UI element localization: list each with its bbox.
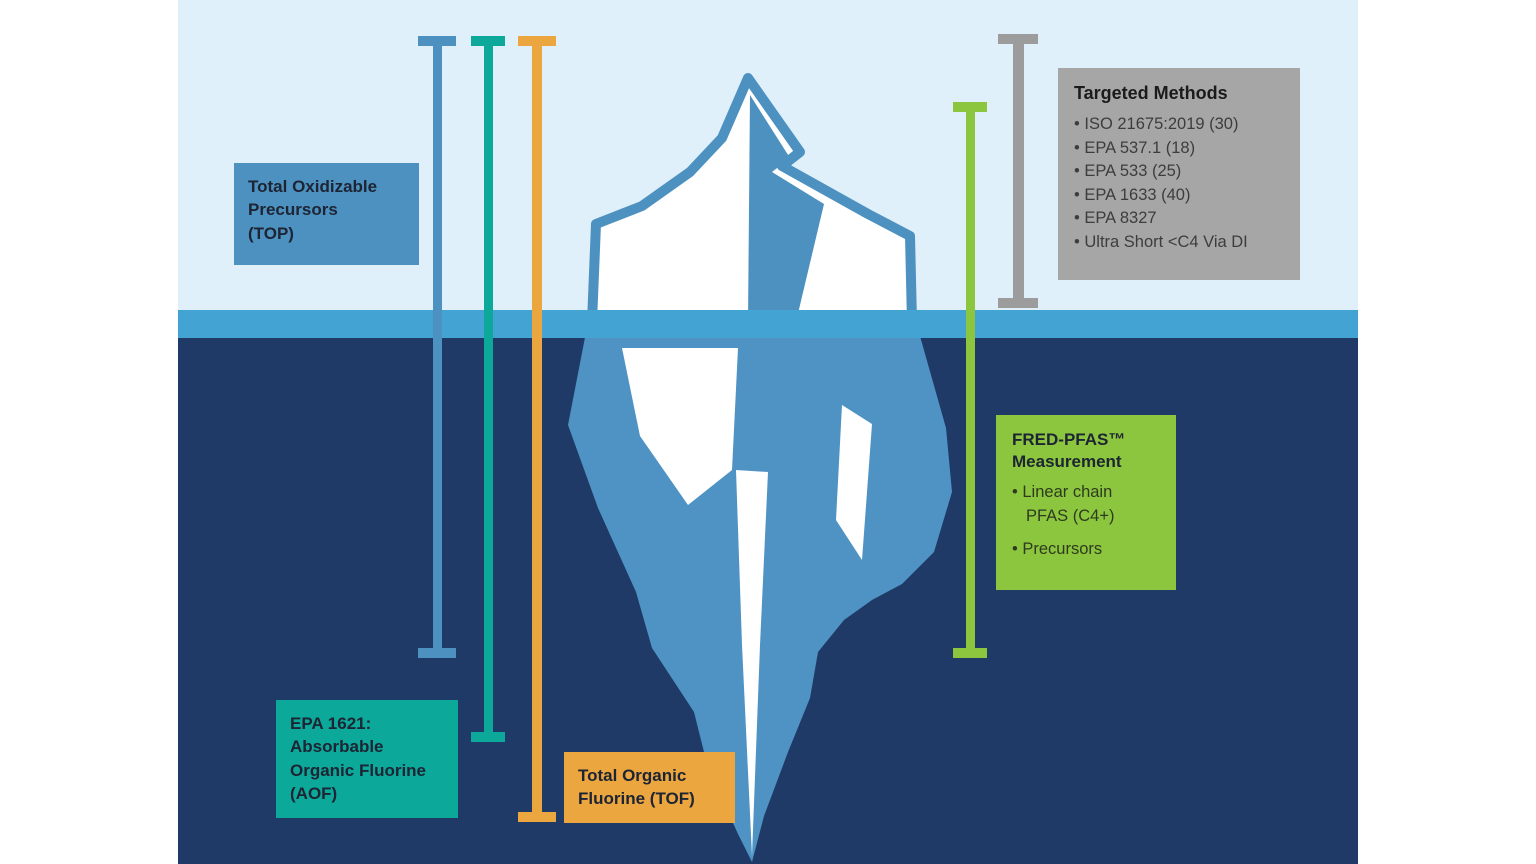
- top-range-bar: [418, 36, 456, 658]
- bar-cap: [953, 648, 987, 658]
- bar-stem: [965, 112, 975, 648]
- targeted-methods-title: Targeted Methods: [1074, 83, 1228, 103]
- list-item: Ultra Short <C4 Via DI: [1074, 231, 1284, 254]
- bar-cap: [471, 36, 505, 46]
- fred-pfas-title: FRED-PFAS™ Measurement: [1012, 430, 1126, 472]
- list-item: EPA 8327: [1074, 207, 1284, 230]
- bar-cap: [953, 102, 987, 112]
- list-item: Linear chain PFAS (C4+): [1012, 481, 1160, 528]
- bar-cap: [418, 648, 456, 658]
- fred-range-bar: [953, 102, 987, 658]
- top-label-box: Total Oxidizable Precursors (TOP): [234, 163, 419, 265]
- tof-label-box: Total Organic Fluorine (TOF): [564, 752, 735, 823]
- bar-stem: [1012, 44, 1024, 298]
- list-item: EPA 533 (25): [1074, 160, 1284, 183]
- aof-label-box: EPA 1621: Absorbable Organic Fluorine (A…: [276, 700, 458, 818]
- targeted-methods-list: ISO 21675:2019 (30) EPA 537.1 (18) EPA 5…: [1074, 113, 1284, 254]
- bar-cap: [998, 34, 1038, 44]
- tof-range-bar: [518, 36, 556, 822]
- bar-cap: [471, 732, 505, 742]
- bar-cap: [518, 812, 556, 822]
- bar-stem: [483, 46, 493, 732]
- bar-cap: [998, 298, 1038, 308]
- bar-cap: [418, 36, 456, 46]
- list-item: EPA 537.1 (18): [1074, 137, 1284, 160]
- bar-stem: [432, 46, 442, 648]
- list-item: ISO 21675:2019 (30): [1074, 113, 1284, 136]
- fred-pfas-list: Linear chain PFAS (C4+) Precursors: [1012, 481, 1160, 561]
- list-item: Precursors: [1012, 538, 1160, 561]
- targeted-range-bar: [998, 34, 1038, 308]
- list-item: EPA 1633 (40): [1074, 184, 1284, 207]
- fred-pfas-panel: FRED-PFAS™ Measurement Linear chain PFAS…: [996, 415, 1176, 590]
- targeted-methods-panel: Targeted Methods ISO 21675:2019 (30) EPA…: [1058, 68, 1300, 280]
- bar-cap: [518, 36, 556, 46]
- bar-stem: [532, 46, 542, 812]
- aof-range-bar: [471, 36, 505, 742]
